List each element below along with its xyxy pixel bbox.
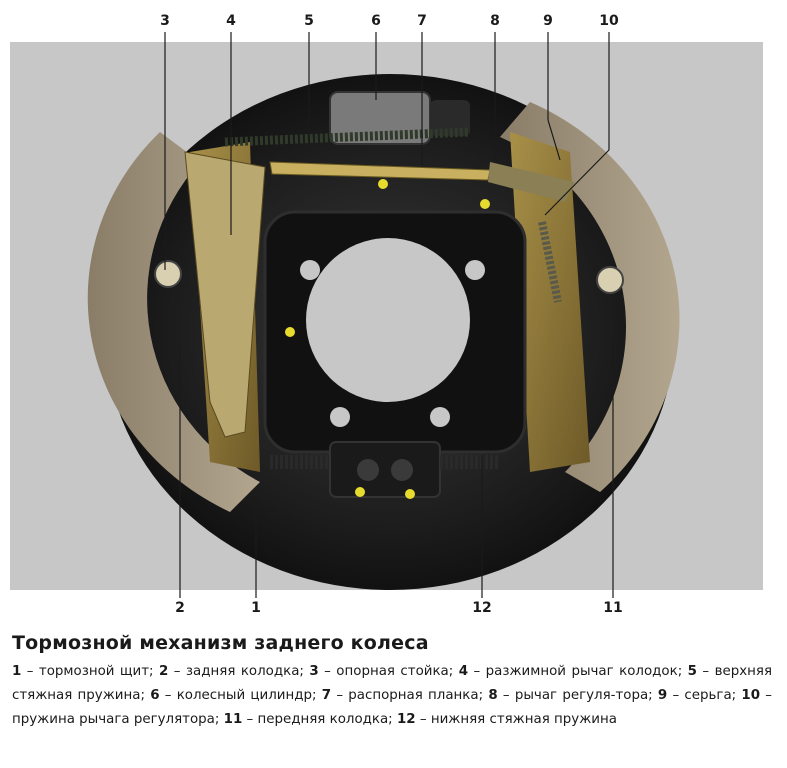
caption-item-num: 4 xyxy=(458,664,469,679)
hub-hole xyxy=(306,238,470,402)
caption-item-num: 3 xyxy=(309,664,319,679)
caption-item-text: – рычаг регуля-тора; xyxy=(497,688,658,703)
caption-item-text: – пружина рычага регулятора; xyxy=(12,688,772,727)
caption-item-text: – передняя колодка; xyxy=(242,712,397,727)
caption-item-text: – колесный цилиндр; xyxy=(159,688,322,703)
upper-spring xyxy=(224,127,471,147)
expansion-lever xyxy=(184,151,266,438)
brake-illustration xyxy=(10,42,763,590)
caption-item-text: – распорная планка; xyxy=(331,688,489,703)
regulator-spring xyxy=(538,221,562,303)
lower-anchor xyxy=(329,441,441,498)
bolt-hole xyxy=(430,407,450,427)
front-shoe-lining xyxy=(500,102,680,492)
anchor-rivet xyxy=(391,459,413,481)
caption-item-num: 2 xyxy=(159,664,169,679)
callout-3: 3 xyxy=(160,13,170,29)
callout-12: 12 xyxy=(472,600,492,616)
callout-8: 8 xyxy=(490,13,500,29)
caption-item-num: 1 xyxy=(12,664,22,679)
callout-4: 4 xyxy=(226,13,236,29)
bolt-hole xyxy=(330,407,350,427)
caption-item-num: 7 xyxy=(321,688,332,703)
caption-item-text: – серьга; xyxy=(667,688,742,703)
caption-item-num: 11 xyxy=(223,712,243,727)
brake-photo xyxy=(10,42,763,590)
caption-item-num: 5 xyxy=(687,664,697,679)
paint-mark xyxy=(480,199,490,209)
caption-item-text: – верхняя стяжная пружина; xyxy=(12,664,772,703)
caption-title: Тормозной механизм заднего колеса xyxy=(12,632,429,654)
paint-mark xyxy=(355,487,365,497)
caption-item-num: 9 xyxy=(657,688,668,703)
wheel-cylinder-boot xyxy=(430,100,470,136)
bolt-hole xyxy=(465,260,485,280)
paint-mark xyxy=(285,327,295,337)
callout-2: 2 xyxy=(175,600,185,616)
caption-item-text: – разжимной рычаг колодок; xyxy=(468,664,688,679)
callout-11: 11 xyxy=(603,600,623,616)
spacer-bar xyxy=(269,161,491,181)
front-shoe xyxy=(510,132,590,472)
caption-body: 1 – тормозной щит; 2 – задняя колодка; 3… xyxy=(12,660,772,732)
callout-5: 5 xyxy=(304,13,314,29)
rear-shoe-lining xyxy=(87,132,261,512)
caption-item-num: 6 xyxy=(150,688,160,703)
callout-1: 1 xyxy=(251,600,261,616)
support-post-right xyxy=(596,266,624,294)
callout-7: 7 xyxy=(417,13,427,29)
caption-item-num: 8 xyxy=(488,688,498,703)
caption-item-num: 12 xyxy=(396,712,416,727)
paint-mark xyxy=(405,489,415,499)
callout-9: 9 xyxy=(543,13,553,29)
paint-mark xyxy=(378,179,388,189)
caption-item-text: – задняя колодка; xyxy=(168,664,310,679)
callout-6: 6 xyxy=(371,13,381,29)
support-post-left xyxy=(154,260,182,288)
caption-item-text: – тормозной щит; xyxy=(21,664,160,679)
anchor-rivet xyxy=(357,459,379,481)
bolt-hole xyxy=(300,260,320,280)
caption-item-num: 10 xyxy=(741,688,761,703)
callout-10: 10 xyxy=(599,13,619,29)
caption-item-text: – опорная стойка; xyxy=(318,664,459,679)
caption-item-text: – нижняя стяжная пружина xyxy=(415,712,617,727)
